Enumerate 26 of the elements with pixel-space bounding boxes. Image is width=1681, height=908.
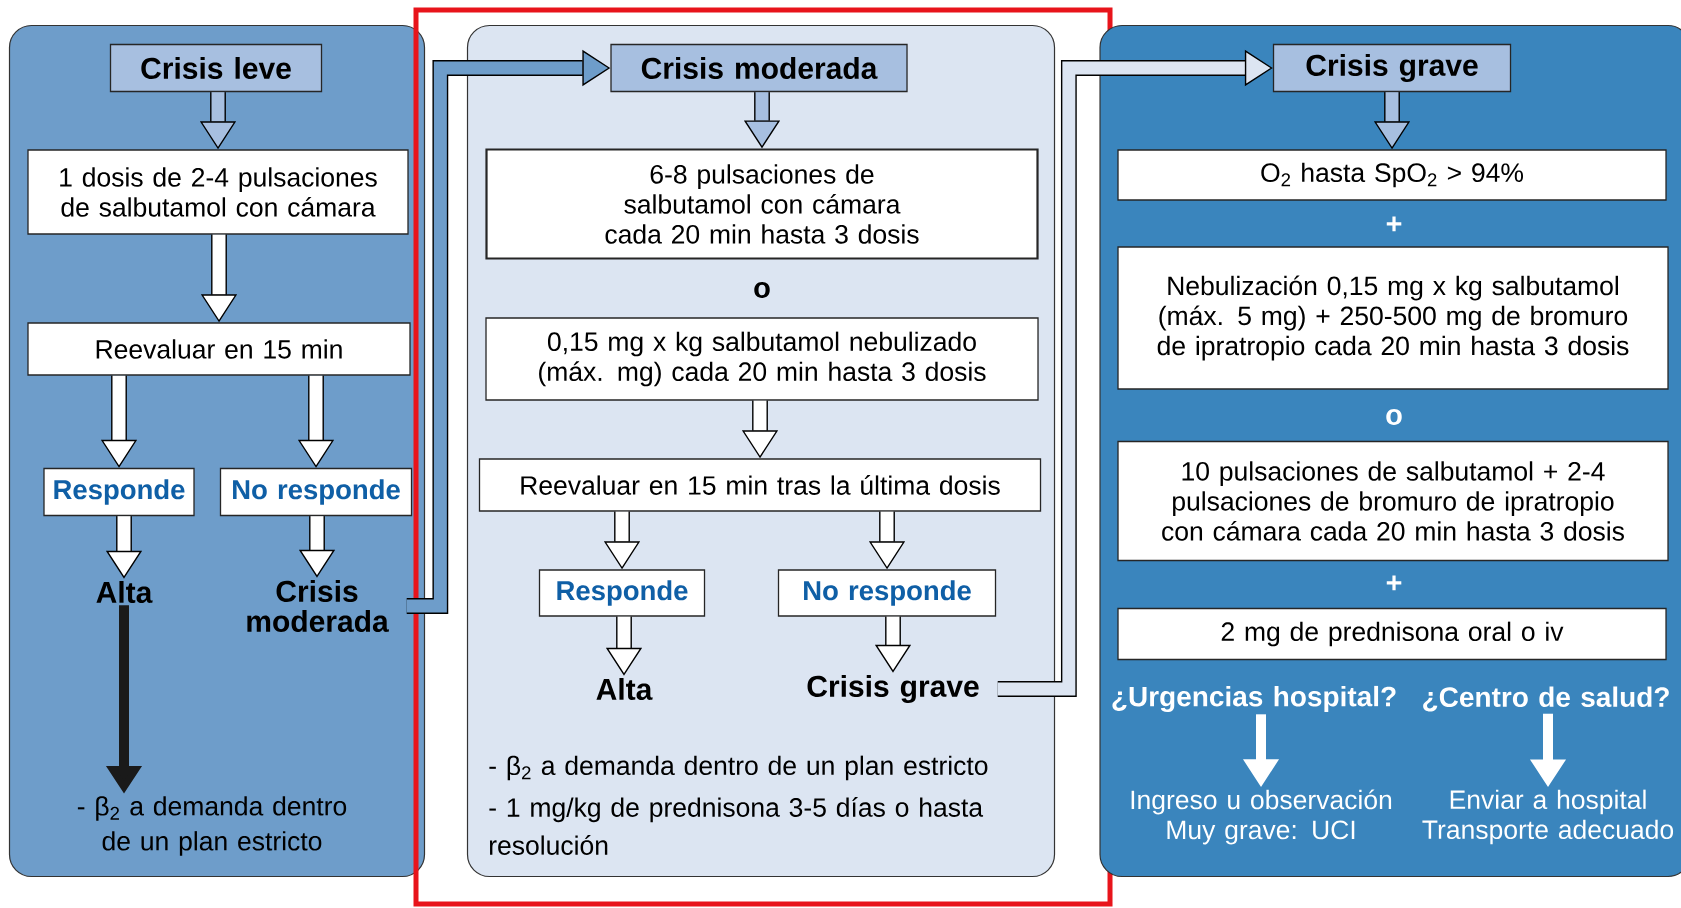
outcome-text: Alta (596, 678, 653, 700)
question-text: ¿Centro de salud? (1423, 686, 1669, 712)
connector-word: + (1386, 216, 1402, 232)
note-text: - β$_{2}$ a demanda dentro de un plan estricto (489, 755, 988, 781)
heading-box: Crisis leve (109, 43, 323, 93)
question-text: ¿Urgencias hospital? (1112, 685, 1396, 713)
step-box: 2 mg de prednisona oral o iv (1117, 607, 1667, 661)
step-box: 10 pulsaciones de salbutamol + 2-4 pulsaciones de bromuro de ipratropio con cámara cada 20 min hasta 3 dosis (1117, 440, 1669, 562)
connector-word: o (1386, 409, 1402, 425)
outcome-text: Alta (96, 581, 153, 603)
step-box: O$_{2}$ hasta SpO$_{2}$ > 94% (1117, 149, 1667, 201)
outcome-text: Ingreso u observación Muy grave: UCI (1131, 789, 1392, 845)
panel-connector-arrow (997, 49, 1273, 697)
heading-box: Crisis grave (1272, 43, 1512, 93)
connector-word: + (1386, 575, 1402, 591)
outcome-text: Crisis moderada (247, 580, 389, 632)
step-box: Nebulización 0,15 mg x kg salbutamol (máx. 5 mg) + 250-500 mg de bromuro de ipratropio cada 20 min hasta 3 dosis (1117, 246, 1669, 390)
note-text: - β$_{2}$ a demanda dentro de un plan estricto (77, 796, 347, 856)
outcome-text: Enviar a hospital Transporte adecuado (1422, 789, 1674, 845)
outcome-text: Crisis grave (807, 674, 979, 704)
note-text: - 1 mg/kg de prednisona 3-5 días o hasta resolución (489, 797, 984, 855)
connector-word: o (754, 282, 770, 298)
heading-box: Crisis moderada (610, 43, 908, 93)
step-box: 0,15 mg x kg salbutamol nebulizado (máx. mg) cada 20 min hasta 3 dosis (485, 317, 1039, 401)
step-box: 6-8 pulsaciones de salbutamol con cámara cada 20 min hasta 3 dosis (485, 148, 1039, 260)
step-box: 1 dosis de 2-4 pulsaciones de salbutamol con cámara (27, 149, 409, 235)
